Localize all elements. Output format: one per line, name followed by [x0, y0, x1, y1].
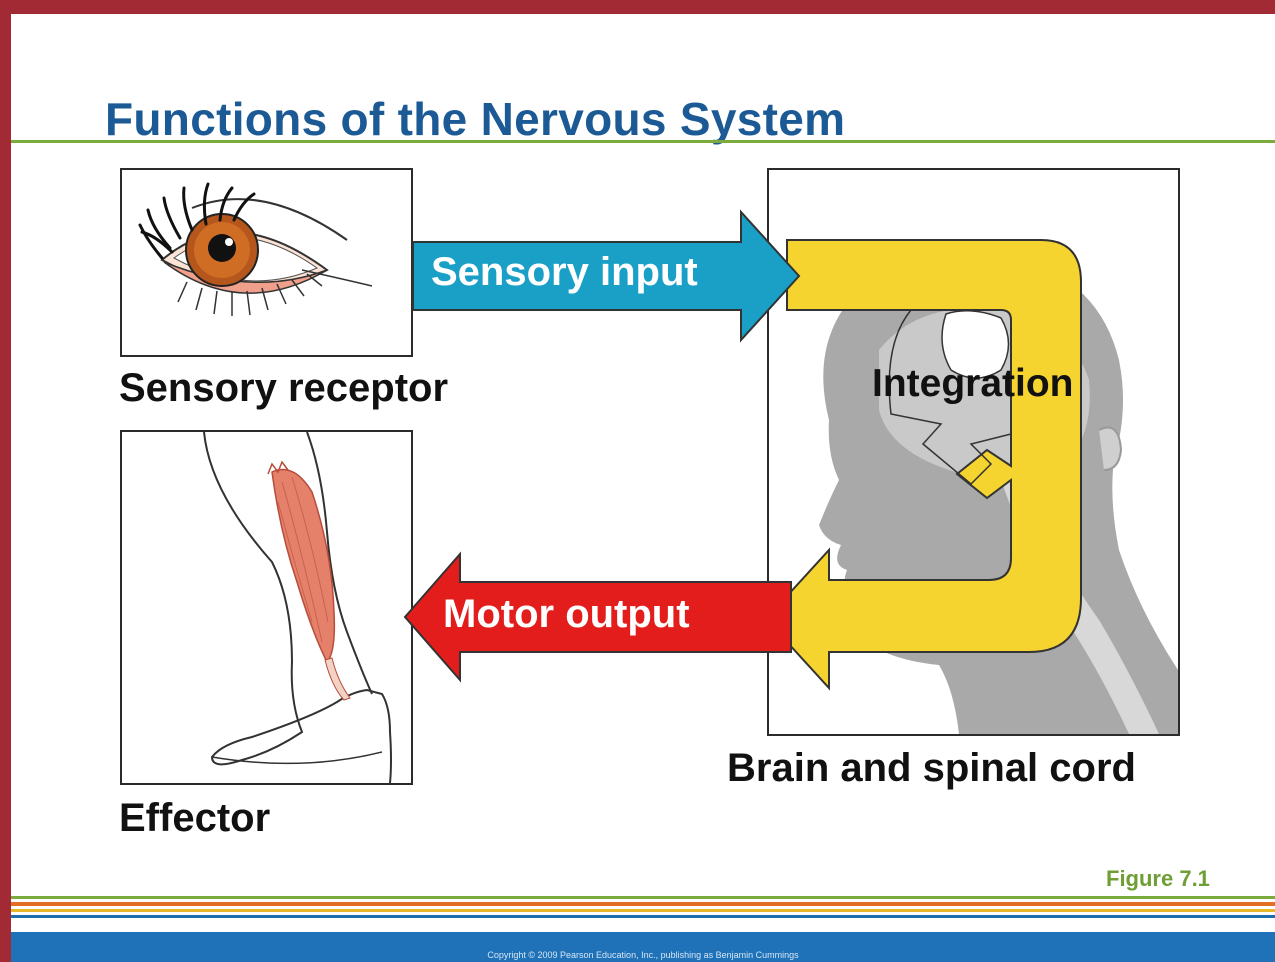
footer-stripe-blue: [11, 915, 1275, 918]
slide: Functions of the Nervous System: [11, 14, 1275, 962]
effector-label: Effector: [119, 796, 270, 841]
footer-stripe-orange: [11, 902, 1275, 906]
integration-arrow: [766, 240, 1081, 688]
sensory-receptor-label: Sensory receptor: [119, 366, 448, 411]
footer-stripe-green: [11, 896, 1275, 899]
motor-output-label: Motor output: [443, 592, 690, 637]
footer-stripe-yellow: [11, 909, 1275, 912]
brain-label: Brain and spinal cord: [727, 746, 1136, 791]
sensory-input-label: Sensory input: [431, 250, 698, 295]
integration-label: Integration: [872, 362, 1074, 406]
figure-number: Figure 7.1: [1106, 866, 1210, 892]
copyright-text: Copyright © 2009 Pearson Education, Inc.…: [11, 950, 1275, 960]
